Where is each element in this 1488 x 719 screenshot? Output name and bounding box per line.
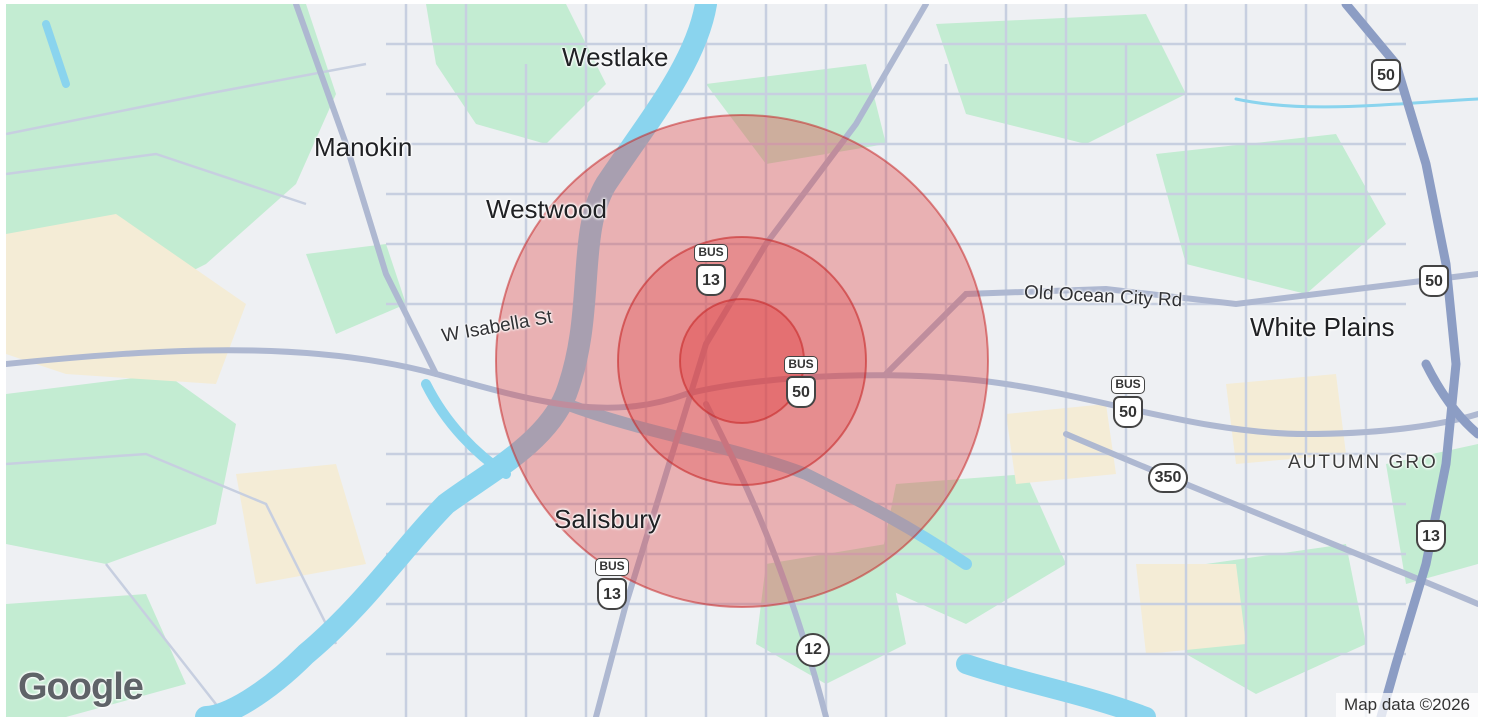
- street-grid: [6, 4, 1406, 717]
- us-13-shield: 13: [696, 264, 726, 296]
- bus-13-shield-south: BUS 13: [592, 558, 632, 610]
- place-label-white-plains: White Plains: [1250, 312, 1395, 342]
- radius-outer: [495, 114, 989, 608]
- place-label-manokin: Manokin: [314, 132, 413, 162]
- bus-50-shield-center: BUS 50: [781, 356, 821, 408]
- highway: [1341, 4, 1478, 717]
- sand-areas: [6, 214, 1346, 654]
- us-13-shield: 13: [597, 578, 627, 610]
- map-attribution[interactable]: Map data ©2026: [1336, 693, 1478, 717]
- map-view[interactable]: Westlake Manokin Westwood Salisbury Whit…: [6, 4, 1478, 717]
- major-roads: [6, 4, 1478, 717]
- bus-13-shield-north: BUS 13: [691, 244, 731, 296]
- us-50-shield-east: 50: [1419, 265, 1449, 297]
- bus-tag: BUS: [784, 356, 818, 374]
- park-areas: [6, 4, 1478, 717]
- bus-tag: BUS: [694, 244, 728, 262]
- place-label-salisbury: Salisbury: [554, 504, 661, 534]
- google-logo: Google: [18, 666, 144, 708]
- us-50-shield: 50: [786, 376, 816, 408]
- us-13-shield-east: 13: [1416, 520, 1446, 552]
- us-50-shield: 50: [1113, 396, 1143, 428]
- us-50-shield: 50: [1371, 59, 1401, 91]
- md-350-shield: 350: [1148, 463, 1188, 493]
- radius-middle: [617, 236, 867, 486]
- radius-overlay: [495, 114, 989, 608]
- md-12-shield: 12: [796, 633, 830, 667]
- place-label-westlake: Westlake: [562, 42, 669, 72]
- place-label-westwood: Westwood: [486, 194, 607, 224]
- bus-50-shield-east: BUS 50: [1108, 376, 1148, 428]
- place-label-autumn-grove: AUTUMN GRO: [1288, 452, 1438, 473]
- map-base: [6, 4, 1478, 717]
- bus-tag: BUS: [595, 558, 629, 576]
- bus-tag: BUS: [1111, 376, 1145, 394]
